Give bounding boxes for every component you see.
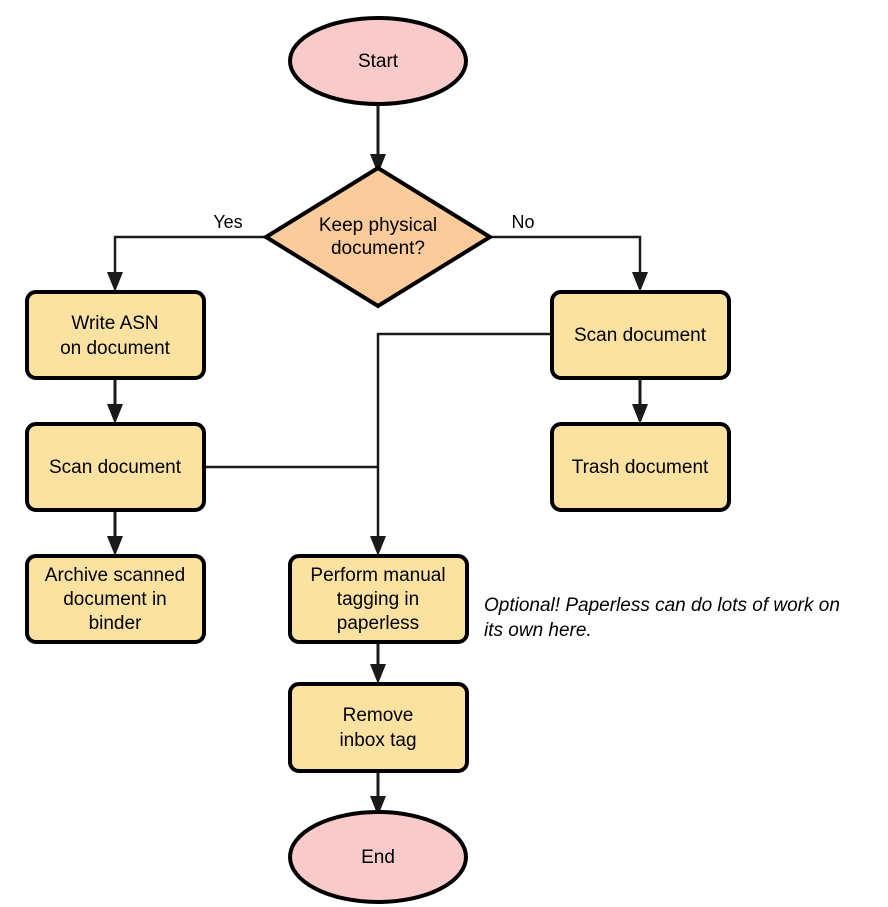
connector-decision-to-scan-right — [490, 235, 648, 292]
node-remove-inbox-label-line1: Remove — [343, 705, 414, 726]
node-end-label: End — [361, 847, 395, 868]
note-line-2: its own here. — [484, 620, 592, 641]
node-decision-label-line1: Keep physical — [319, 215, 437, 236]
node-tagging-label-line2: tagging in — [337, 589, 419, 610]
node-remove-inbox-label-line2: inbox tag — [339, 730, 416, 751]
edge-label-yes: Yes — [213, 212, 242, 232]
node-start[interactable]: Start — [288, 16, 468, 106]
node-write-asn-label-line1: Write ASN — [71, 313, 158, 334]
node-decision-label-line2: document? — [331, 238, 425, 259]
node-scan-document-right[interactable]: Scan document — [550, 290, 731, 380]
connector-remove-inbox-to-end — [370, 771, 386, 816]
node-perform-manual-tagging[interactable]: Perform manual tagging in paperless — [288, 554, 469, 644]
node-archive-label-line1: Archive scanned — [45, 565, 185, 586]
node-trash-document[interactable]: Trash document — [550, 422, 731, 512]
node-scan-document-right-label: Scan document — [574, 325, 707, 346]
node-archive-label-line3: binder — [89, 613, 142, 634]
connector-scan-right-to-trash — [632, 378, 648, 424]
node-decision-keep-physical-document[interactable]: Keep physical document? — [262, 165, 494, 309]
node-end[interactable]: End — [288, 810, 468, 904]
node-write-asn-label-line2: on document — [60, 338, 171, 359]
node-archive-label-line2: document in — [63, 589, 167, 610]
node-start-label: Start — [358, 51, 399, 72]
node-tagging-label-line1: Perform manual — [310, 565, 445, 586]
connector-tagging-to-remove-inbox — [370, 642, 386, 684]
node-write-asn-on-document[interactable]: Write ASN on document — [25, 290, 206, 380]
node-remove-inbox-tag[interactable]: Remove inbox tag — [288, 682, 469, 773]
connector-scan-left-to-archive — [107, 510, 123, 556]
node-scan-document-left[interactable]: Scan document — [25, 422, 206, 512]
note-line-1: Optional! Paperless can do lots of work … — [484, 595, 840, 616]
note-optional-paperless: Optional! Paperless can do lots of work … — [484, 595, 840, 641]
connector-write-asn-to-scan-left — [107, 378, 123, 424]
node-tagging-label-line3: paperless — [337, 613, 419, 634]
connector-scan-right-to-tagging — [370, 332, 552, 556]
connector-start-to-decision — [370, 104, 386, 174]
node-scan-document-left-label: Scan document — [49, 457, 182, 478]
edge-label-no: No — [511, 212, 534, 232]
connector-decision-to-write-asn — [107, 235, 266, 292]
node-trash-document-label: Trash document — [572, 457, 709, 478]
node-archive-scanned-document-in-binder[interactable]: Archive scanned document in binder — [25, 554, 206, 644]
